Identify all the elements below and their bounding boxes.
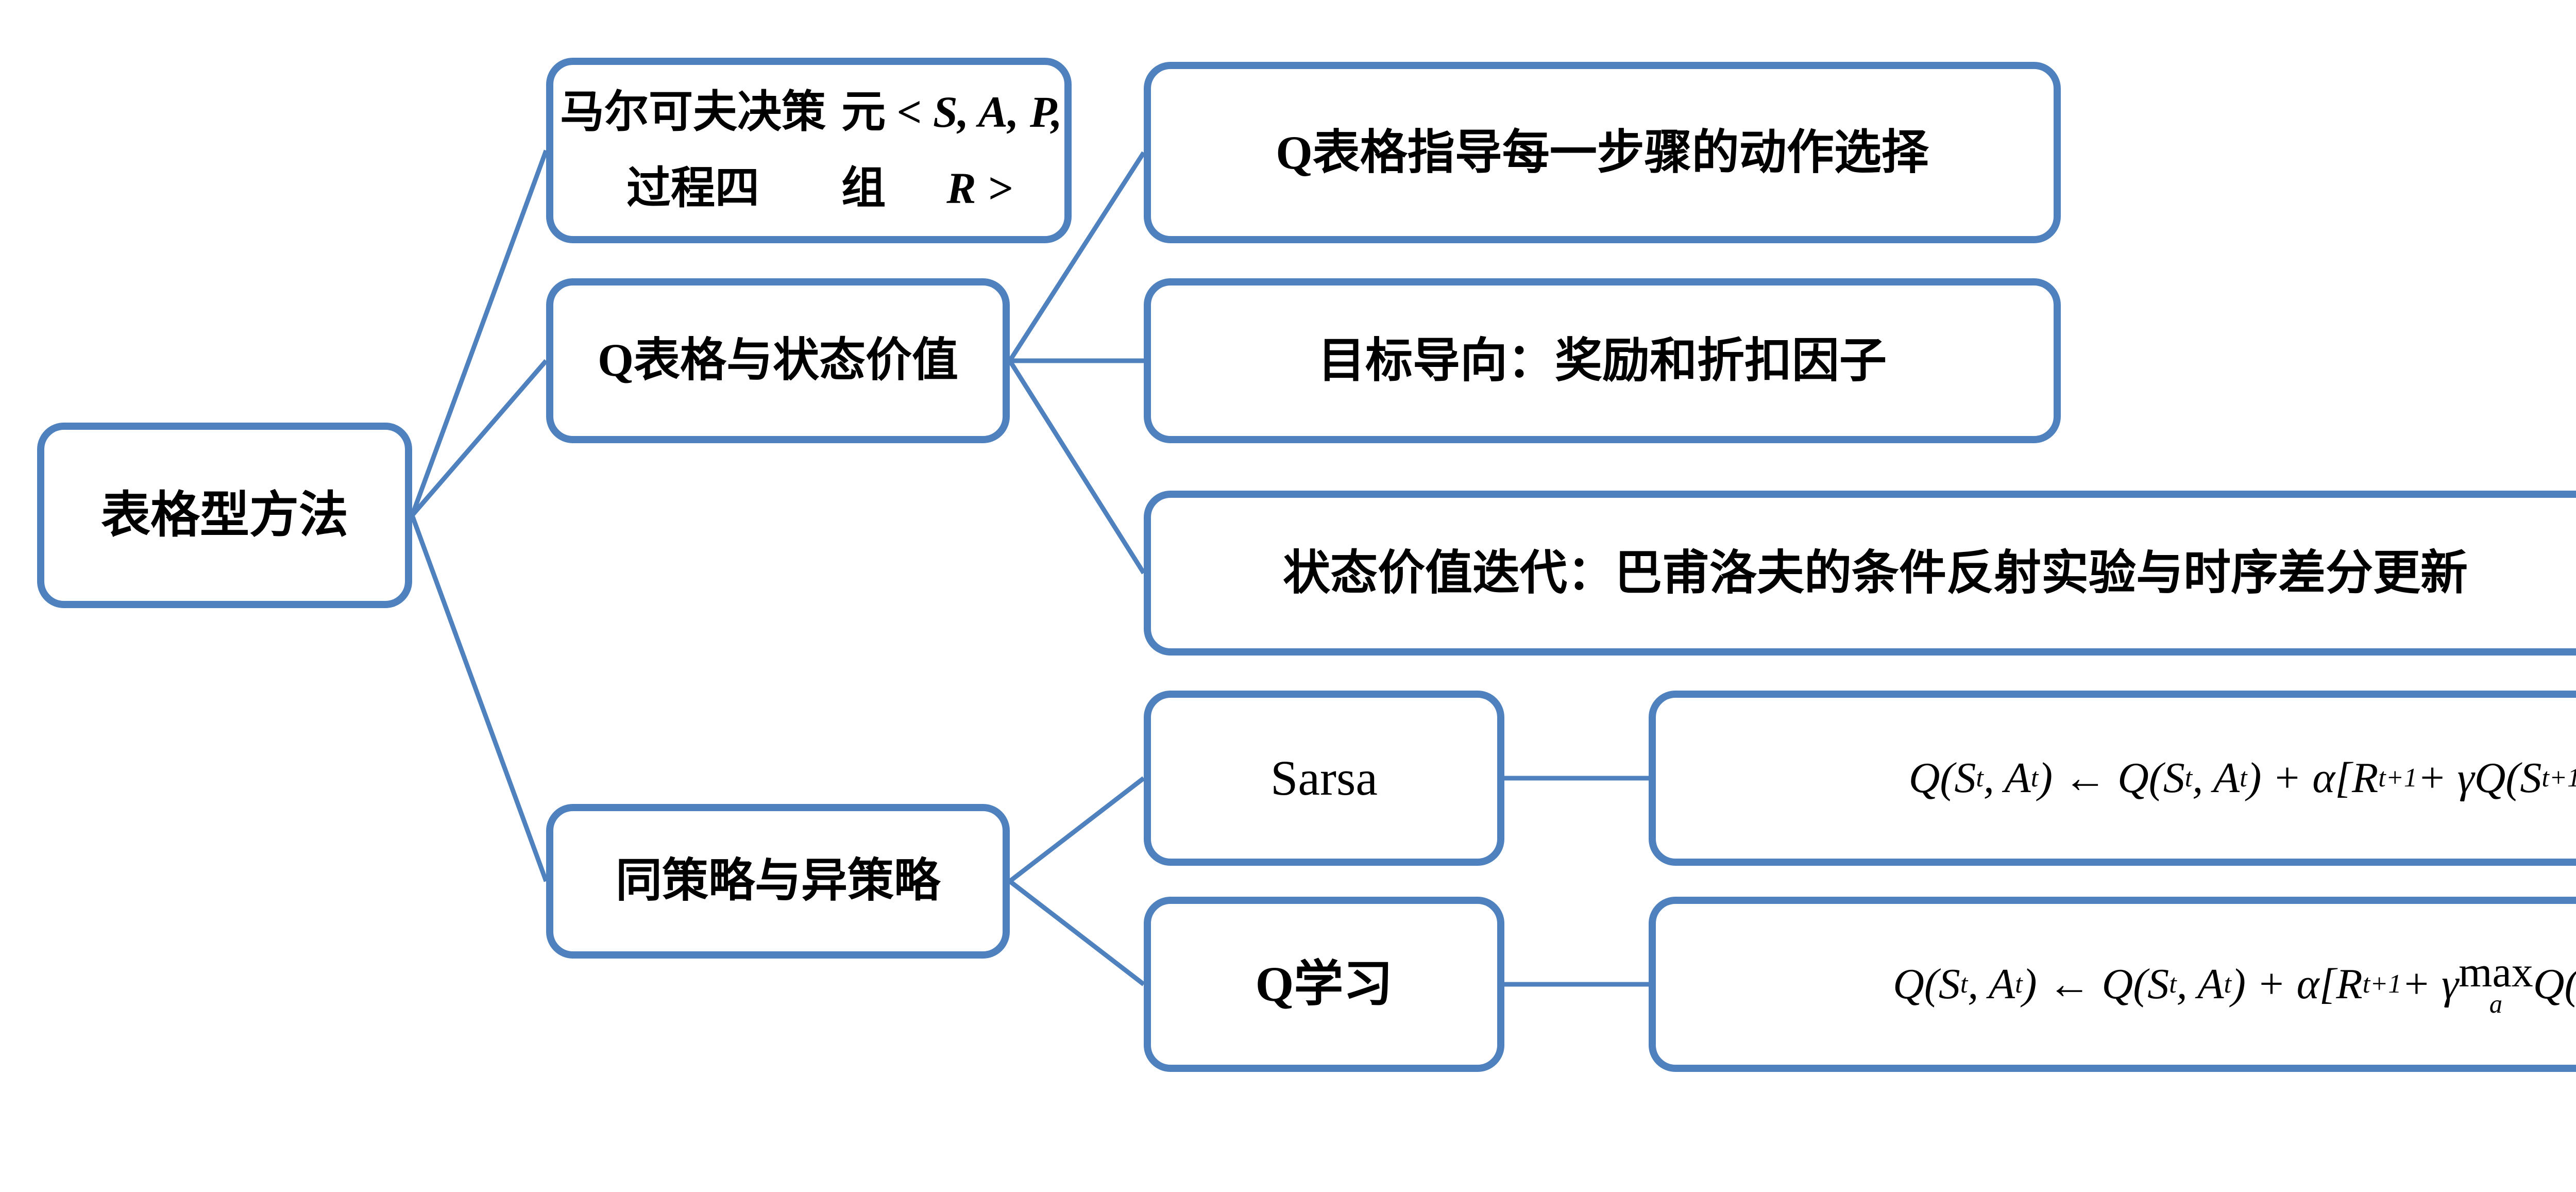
- node-mdp-four-tuple: 马尔可夫决策过程四元组< S, A, P, R >: [546, 58, 1072, 243]
- edge-root-policy: [410, 514, 549, 882]
- edge-root-qtable: [410, 359, 548, 517]
- node-qtable-state-value: Q表格与状态价值: [546, 278, 1010, 443]
- node-q-learning: Q学习: [1144, 897, 1504, 1072]
- edge-qtable-q-guide: [1008, 151, 1146, 362]
- node-qtable-action-selection: Q表格指导每一步骤的动作选择: [1144, 62, 2061, 243]
- edge-policy-sarsa: [1008, 776, 1145, 883]
- node-goal-oriented-reward-discount: 目标导向：奖励和折扣因子: [1144, 278, 2061, 443]
- node-sarsa: Sarsa: [1144, 691, 1504, 866]
- edge-root-mdp: [410, 149, 549, 516]
- node-tabular-methods: 表格型方法: [37, 423, 412, 608]
- formula-sarsa-update: Q(St, At) ← Q(St, At) + α[Rt+1 + γQ(St+1…: [1649, 691, 2576, 866]
- node-on-off-policy: 同策略与异策略: [546, 804, 1010, 959]
- edge-qtable-value-iter: [1008, 359, 1146, 575]
- edge-policy-qlearning: [1008, 879, 1145, 986]
- node-state-value-iteration: 状态价值迭代：巴甫洛夫的条件反射实验与时序差分更新: [1144, 491, 2576, 656]
